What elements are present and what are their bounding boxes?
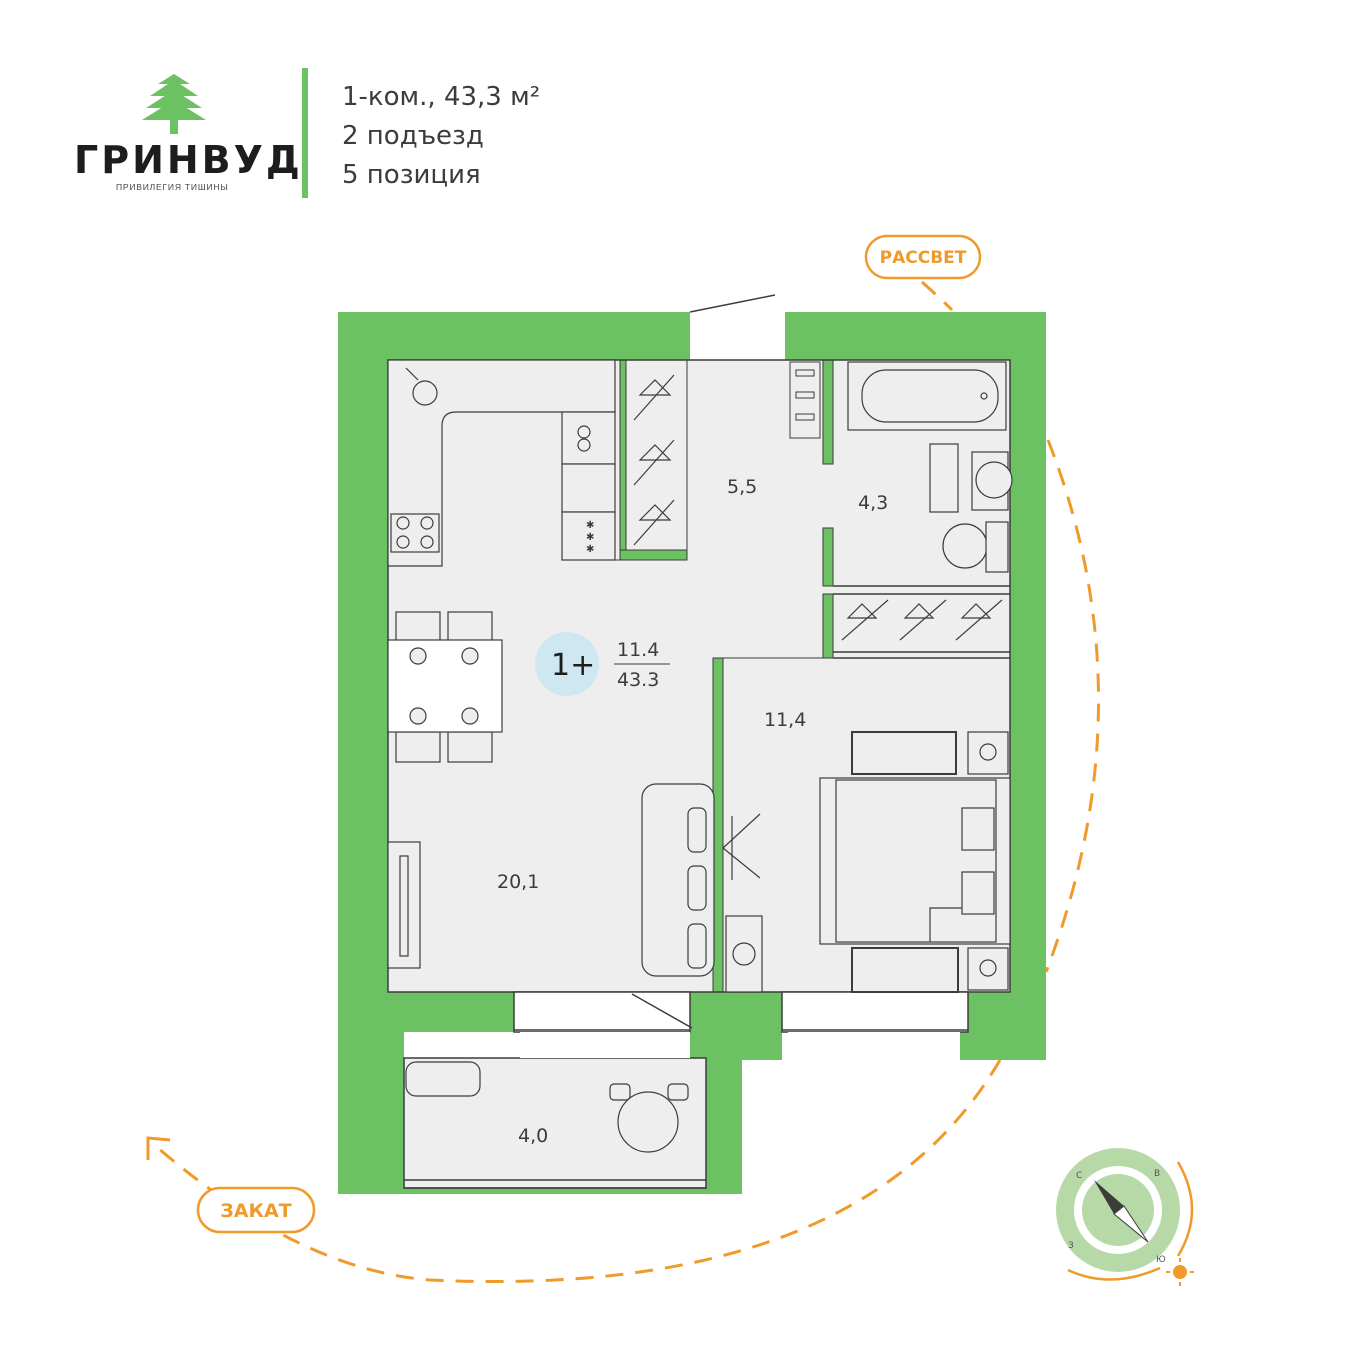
sunset-label: ЗАКАТ: [196, 1186, 316, 1234]
svg-text:✱: ✱: [586, 544, 594, 555]
sunset-arrow-icon: [146, 1136, 171, 1160]
windows: [404, 991, 969, 1189]
bedroom-furniture: [725, 731, 1011, 993]
bedroom-wardrobe: [841, 599, 1003, 641]
svg-text:В: В: [1154, 1169, 1160, 1179]
sun-icon: [1166, 1258, 1194, 1286]
compass-icon: С В Ю З: [1056, 1148, 1194, 1281]
dining-table: [387, 611, 503, 763]
balcony-door: [631, 993, 693, 1029]
hall-wardrobe: [633, 374, 675, 546]
bedroom-door: [722, 813, 761, 880]
svg-text:Ю: Ю: [1156, 1255, 1166, 1265]
logo-tree-icon: [142, 74, 206, 134]
apartment-position: 5 позиция: [342, 160, 481, 190]
fridge-icon: ✱✱✱: [586, 520, 594, 555]
svg-text:РАССВЕТ: РАССВЕТ: [880, 248, 967, 268]
bathroom-area: 4,3: [858, 492, 888, 514]
tv-stand: [387, 841, 421, 969]
apartment-info: 1-ком., 43,3 м² 2 подъезд 5 позиция: [342, 78, 540, 195]
sunrise-label: РАССВЕТ: [864, 234, 982, 280]
kitchen-counter: [387, 359, 616, 567]
brand-slogan: ПРИВИЛЕГИЯ ТИШИНЫ: [116, 182, 229, 192]
bedroom-area: 11,4: [764, 709, 806, 731]
badge-living-area: 11.4: [617, 639, 659, 661]
svg-text:З: З: [1068, 1241, 1074, 1251]
hall-area: 5,5: [727, 476, 757, 498]
apartment-entrance: 2 подъезд: [342, 121, 484, 151]
balcony-area: 4,0: [518, 1125, 548, 1147]
apartment-badge: 1+ 11.4 43.3: [535, 632, 670, 696]
interior-walls: [614, 359, 834, 993]
svg-text:С: С: [1076, 1171, 1082, 1181]
entrance-door: [689, 294, 776, 313]
header-divider: [302, 68, 308, 198]
kitchen-living-area: 20,1: [497, 871, 539, 893]
svg-text:✱: ✱: [586, 520, 594, 531]
apartment-type-area: 1-ком., 43,3 м²: [342, 82, 541, 112]
badge-type: 1+: [551, 648, 595, 683]
exterior-walls: [338, 312, 1046, 1194]
svg-text:✱: ✱: [586, 532, 594, 543]
shoe-rack: [789, 361, 821, 439]
brand-name: ГРИНВУД: [74, 138, 303, 182]
badge-total-area: 43.3: [617, 669, 659, 691]
balcony-furniture: [405, 1061, 689, 1153]
sofa: [641, 783, 715, 977]
svg-text:ЗАКАТ: ЗАКАТ: [220, 1200, 291, 1222]
bathroom-fixtures: [847, 361, 1013, 573]
